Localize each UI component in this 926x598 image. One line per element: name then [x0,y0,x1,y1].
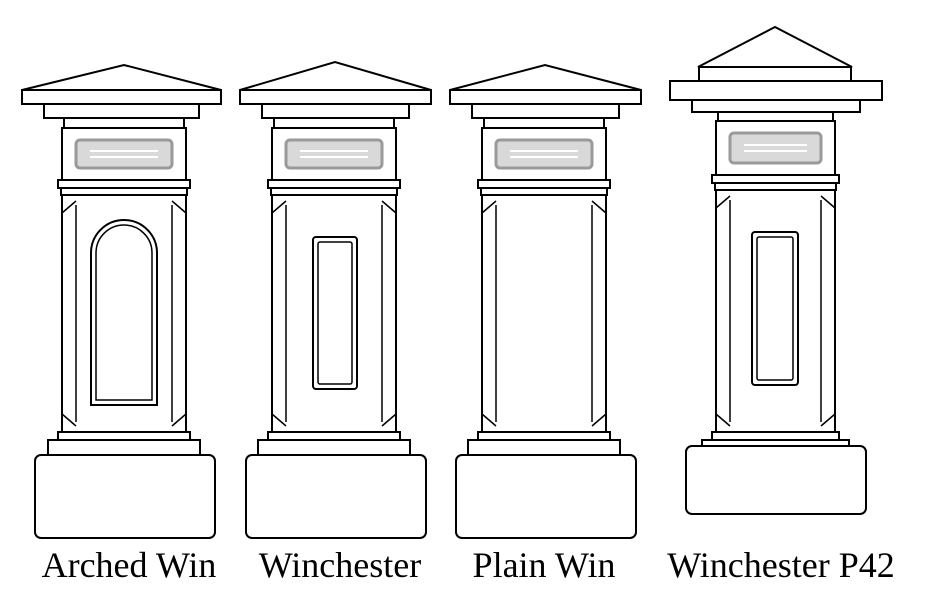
pillar-cap-slab [21,89,222,105]
pillar-cap-slab [449,89,642,105]
pillar-neck-molding [711,174,840,184]
pillar-base-molding [477,431,611,441]
pillar-shaft [481,194,607,433]
rect-panel-inner [317,241,353,385]
pillar-1 [239,60,432,539]
pillar-2 [449,63,642,539]
pillar-cap-band [483,117,605,129]
pillar-base-molding [467,439,621,456]
pillar-plinth [455,454,637,539]
rect-panel [312,236,358,390]
shaft-chamfer [381,200,397,427]
pillar-plinth [245,454,427,539]
pillar-neck-molding [60,187,188,196]
arched-panel-inner [95,224,153,401]
pillar-neck-molding [714,182,837,191]
pillar-roof [449,63,642,91]
pillar-plaque [494,138,594,170]
pillar-cap-band [43,103,200,119]
shaft-chamfer [715,195,731,427]
pillar-neck-molding [480,187,608,196]
pillar-cap-band [717,111,834,122]
pillar-cap-band [471,103,620,119]
pillar-plinth [685,445,867,515]
pillar-plaque [74,138,174,170]
shaft-chamfer [820,195,836,427]
arched-panel [90,219,158,406]
pillar-roof [697,25,853,68]
pillar-0 [21,63,222,539]
pillar-cap-band [261,103,410,119]
pillar-plaque [728,131,823,165]
pillar-plaque [284,138,384,170]
rect-panel [751,231,799,386]
pillar-roof [21,63,222,91]
caption-winchester-p42: Winchester P42 [667,545,895,585]
pillar-3 [669,25,883,515]
pillar-base-molding [267,431,401,441]
caption-winchester: Winchester [258,545,422,585]
pillar-neck-molding [270,187,398,196]
pillar-base-molding [711,431,840,441]
pillar-cap-step [698,66,852,82]
rect-panel-inner [756,236,794,381]
shaft-chamfer [481,200,497,427]
pillar-cap-band [63,117,185,129]
shaft-chamfer [61,200,77,427]
pillar-roof [239,60,432,91]
shaft-chamfer [271,200,287,427]
pillar-cap-band [273,117,395,129]
pillar-neck-molding [57,179,191,189]
shaft-chamfer [591,200,607,427]
pillar-cap-band [691,99,861,113]
pillar-cap-slab [239,89,432,105]
pillar-cap-slab [669,80,883,101]
pillar-base-molding [257,439,411,456]
pillar-base-molding [47,439,201,456]
pillar-neck-molding [267,179,401,189]
caption-arched-win: Arched Win [41,545,217,585]
shaft-chamfer [171,200,187,427]
pillar-plinth [34,454,216,539]
pillar-base-molding [57,431,191,441]
pillar-neck-molding [477,179,611,189]
caption-plain-win: Plain Win [472,545,616,585]
